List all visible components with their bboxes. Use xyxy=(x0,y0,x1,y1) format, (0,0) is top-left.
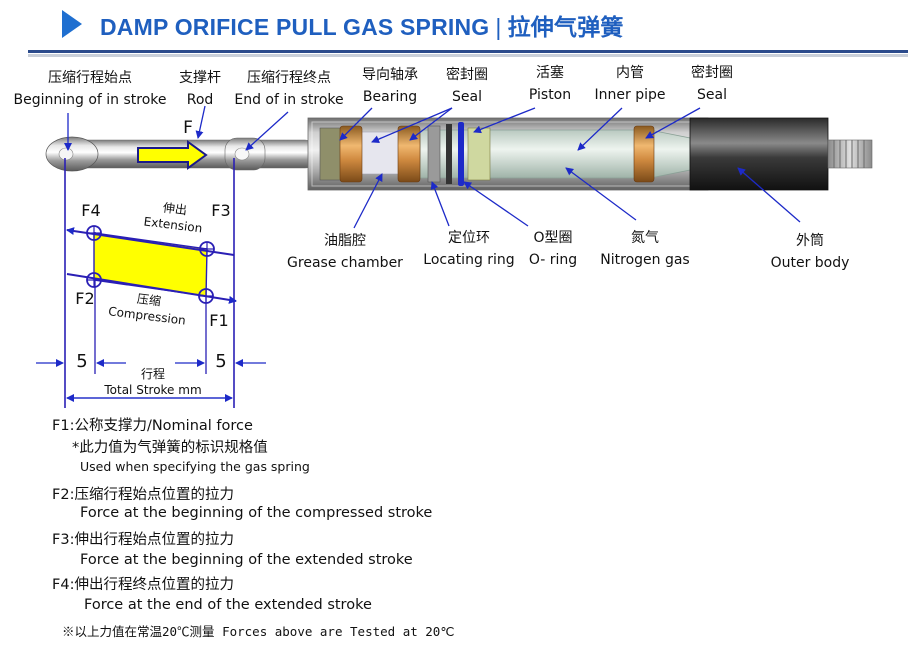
note-f2-en: Force at the beginning of the compressed… xyxy=(80,505,433,521)
o-ring xyxy=(458,122,464,186)
label-locating-ring: 定位环 Locating ring xyxy=(423,230,515,268)
note-f1-en: Used when specifying the gas spring xyxy=(80,459,310,474)
label-begin-in-stroke: 压缩行程始点 Beginning of in stroke xyxy=(13,70,167,108)
cylinder-assembly xyxy=(307,117,873,191)
title-rule-shadow xyxy=(28,54,908,57)
seal-bronze-right xyxy=(633,125,655,183)
title-rule xyxy=(28,50,908,53)
force-diagram xyxy=(36,158,266,408)
locating-ring-edge xyxy=(446,124,452,184)
label-end-in-stroke: 压缩行程终点 End of in stroke xyxy=(234,70,344,108)
page-title: DAMP ORIFICE PULL GAS SPRING|拉伸气弹簧 xyxy=(100,8,624,42)
leader-arrows-bottom xyxy=(353,167,801,229)
label-f4: F4 xyxy=(81,201,101,220)
note-f4: F4:伸出行程终点位置的拉力 xyxy=(52,577,234,593)
rod-eye-hole xyxy=(58,147,74,161)
note-f1-cn: *此力值为气弹簧的标识规格值 xyxy=(72,440,268,456)
title-cn: 拉伸气弹簧 xyxy=(507,14,624,40)
label-o-ring: O型圈 O- ring xyxy=(528,230,578,268)
label-nitrogen-gas: 氮气 Nitrogen gas xyxy=(600,230,690,268)
label-force-f: F xyxy=(183,118,193,138)
label-f3: F3 xyxy=(211,201,231,220)
note-f4-en: Force at the end of the extended stroke xyxy=(84,597,372,613)
label-seal-right: 密封圈 Seal xyxy=(691,65,733,103)
label-margin-left: 5 xyxy=(76,351,88,372)
piston xyxy=(467,127,491,181)
label-margin-right: 5 xyxy=(215,351,227,372)
rod-assembly xyxy=(45,136,316,172)
outer-body xyxy=(689,117,829,191)
bearing-block xyxy=(319,127,343,181)
label-total-stroke: 行程 Total Stroke mm xyxy=(104,367,202,397)
locating-ring xyxy=(427,125,441,183)
note-f3-en: Force at the beginning of the extended s… xyxy=(80,552,413,568)
rod-collar-hole xyxy=(234,147,250,161)
title-en: DAMP ORIFICE PULL GAS SPRING xyxy=(100,14,490,40)
label-inner-pipe: 内管 Inner pipe xyxy=(594,65,666,103)
label-outer-body: 外筒 Outer body xyxy=(770,233,850,271)
leader-arrows-top xyxy=(64,105,701,151)
title-arrow-icon xyxy=(62,10,82,38)
extension-line xyxy=(66,227,235,256)
label-rod: 支撑杆 Rod xyxy=(179,70,221,108)
label-f1: F1 xyxy=(209,311,229,330)
note-footer: ※以上力值在常温20℃测量 Forces above are Tested at… xyxy=(62,624,455,639)
bearing-bronze xyxy=(339,125,363,183)
label-grease-chamber: 油脂腔 Grease chamber xyxy=(287,233,403,271)
label-seal-left: 密封圈 Seal xyxy=(446,67,488,105)
threaded-end xyxy=(827,139,873,169)
label-f2: F2 xyxy=(75,289,95,308)
note-f3: F3:伸出行程始点位置的拉力 xyxy=(52,532,234,548)
label-bearing: 导向轴承 Bearing xyxy=(362,67,418,105)
title-separator: | xyxy=(495,14,502,40)
label-piston: 活塞 Piston xyxy=(528,65,572,103)
force-arrow-icon xyxy=(137,140,208,170)
note-f1: F1:公称支撑力/Nominal force xyxy=(52,418,253,434)
note-f2: F2:压缩行程始点位置的拉力 xyxy=(52,487,234,503)
